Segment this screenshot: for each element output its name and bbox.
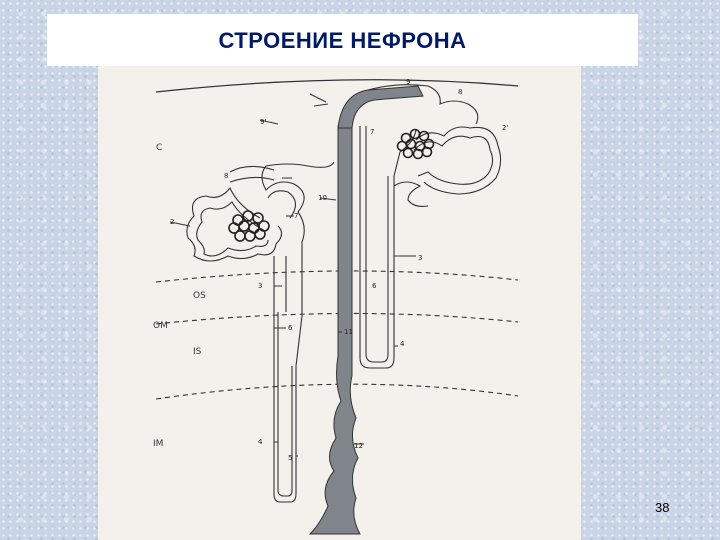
label-9: 9 (406, 78, 410, 86)
label-2: 2 (170, 218, 174, 226)
left-ascending-limb (295, 211, 305, 367)
left-descending-limb-inner (277, 312, 293, 497)
right-proximal-convolution (413, 135, 494, 185)
left-descending-limb (273, 312, 297, 503)
right-glomerulus (396, 128, 435, 160)
label-12: 12 (354, 442, 363, 450)
left-distal-link-inner (267, 190, 297, 219)
label-11: 11 (344, 328, 353, 336)
label-9-prime: 9' (260, 118, 266, 126)
label-6: 6 (288, 324, 293, 332)
label-6-right: 6 (372, 282, 377, 290)
zone-label-outer-stripe: OS (193, 291, 206, 301)
zone-boundary-inner-stripe (155, 383, 519, 400)
left-thick-segment (273, 256, 287, 312)
nephron-diagram: C OS OM IS IM 2 7 8 9' 10 3 6 11 4 5 12 … (153, 78, 519, 535)
label-8: 8 (224, 172, 228, 180)
zone-label-inner-medulla: IM (153, 439, 163, 449)
zone-label-outer-medulla: OM (153, 321, 168, 331)
right-proximal-convolution-inner (415, 126, 502, 195)
zone-label-cortex: C (156, 143, 162, 153)
label-8-right: 8 (458, 88, 462, 96)
right-ascending-connection (393, 129, 417, 177)
right-descending-limb (359, 126, 395, 369)
zone-boundary-cortex (155, 270, 519, 283)
arcuate-vessel (309, 93, 329, 107)
left-proximal-convolution-inner (196, 201, 269, 257)
label-4-right: 4 (400, 340, 405, 348)
label-3-right: 3 (418, 254, 422, 262)
duct-top-bend (337, 85, 424, 129)
title-bar: СТРОЕНИЕ НЕФРОНА (47, 14, 638, 66)
left-proximal-convolution (186, 186, 283, 262)
label-3: 3 (258, 282, 262, 290)
nephron-figure: C OS OM IS IM 2 7 8 9' 10 3 6 11 4 5 12 … (98, 66, 581, 540)
slide-title: СТРОЕНИЕ НЕФРОНА (218, 28, 467, 53)
left-cortical-link (229, 165, 275, 183)
left-glomerulus (228, 210, 270, 242)
right-descending-limb-inner (365, 126, 389, 363)
capsule-surface (155, 79, 519, 93)
label-4: 4 (258, 438, 263, 446)
zone-boundary-outer-stripe (155, 312, 519, 325)
label-7-right: 7 (370, 128, 374, 136)
right-outer-link (393, 181, 429, 207)
collecting-duct (308, 125, 361, 535)
page-number: 38 (655, 500, 670, 515)
label-10: 10 (318, 194, 327, 202)
label-5: 5 (288, 454, 292, 462)
zone-label-inner-stripe: IS (193, 347, 202, 357)
label-2-prime: 2' (502, 124, 508, 132)
label-7: 7 (294, 212, 298, 220)
right-top-loop (367, 84, 479, 125)
label-1: 1 (210, 510, 214, 518)
left-distal-link (261, 161, 335, 213)
